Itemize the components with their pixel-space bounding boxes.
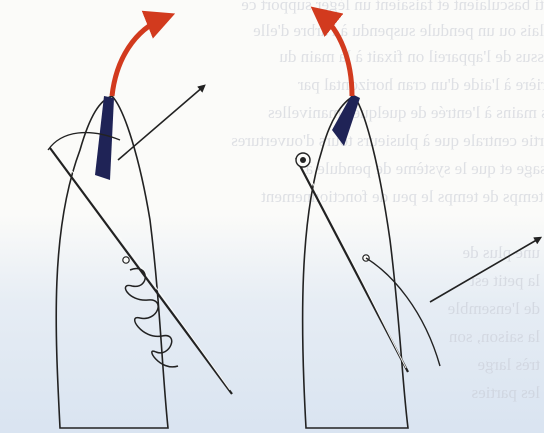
right-swing-arrow [320, 14, 352, 96]
right-clapper-rod [296, 158, 408, 372]
left-bell-diagram [48, 18, 232, 428]
left-force-arrow [118, 86, 204, 160]
right-bell-diagram [296, 14, 540, 428]
left-pivot [123, 257, 129, 263]
right-spiral-hub-inner [300, 157, 306, 163]
right-bell-outline [303, 96, 408, 428]
left-clapper-rod [50, 148, 232, 394]
left-clapper-rod-inner [54, 146, 230, 390]
right-clapper-rod-inner [299, 156, 406, 368]
right-force-arrow [430, 238, 540, 302]
left-spring-coil [125, 269, 178, 367]
left-swing-arrow [112, 18, 164, 96]
left-bell-outline [56, 96, 168, 428]
